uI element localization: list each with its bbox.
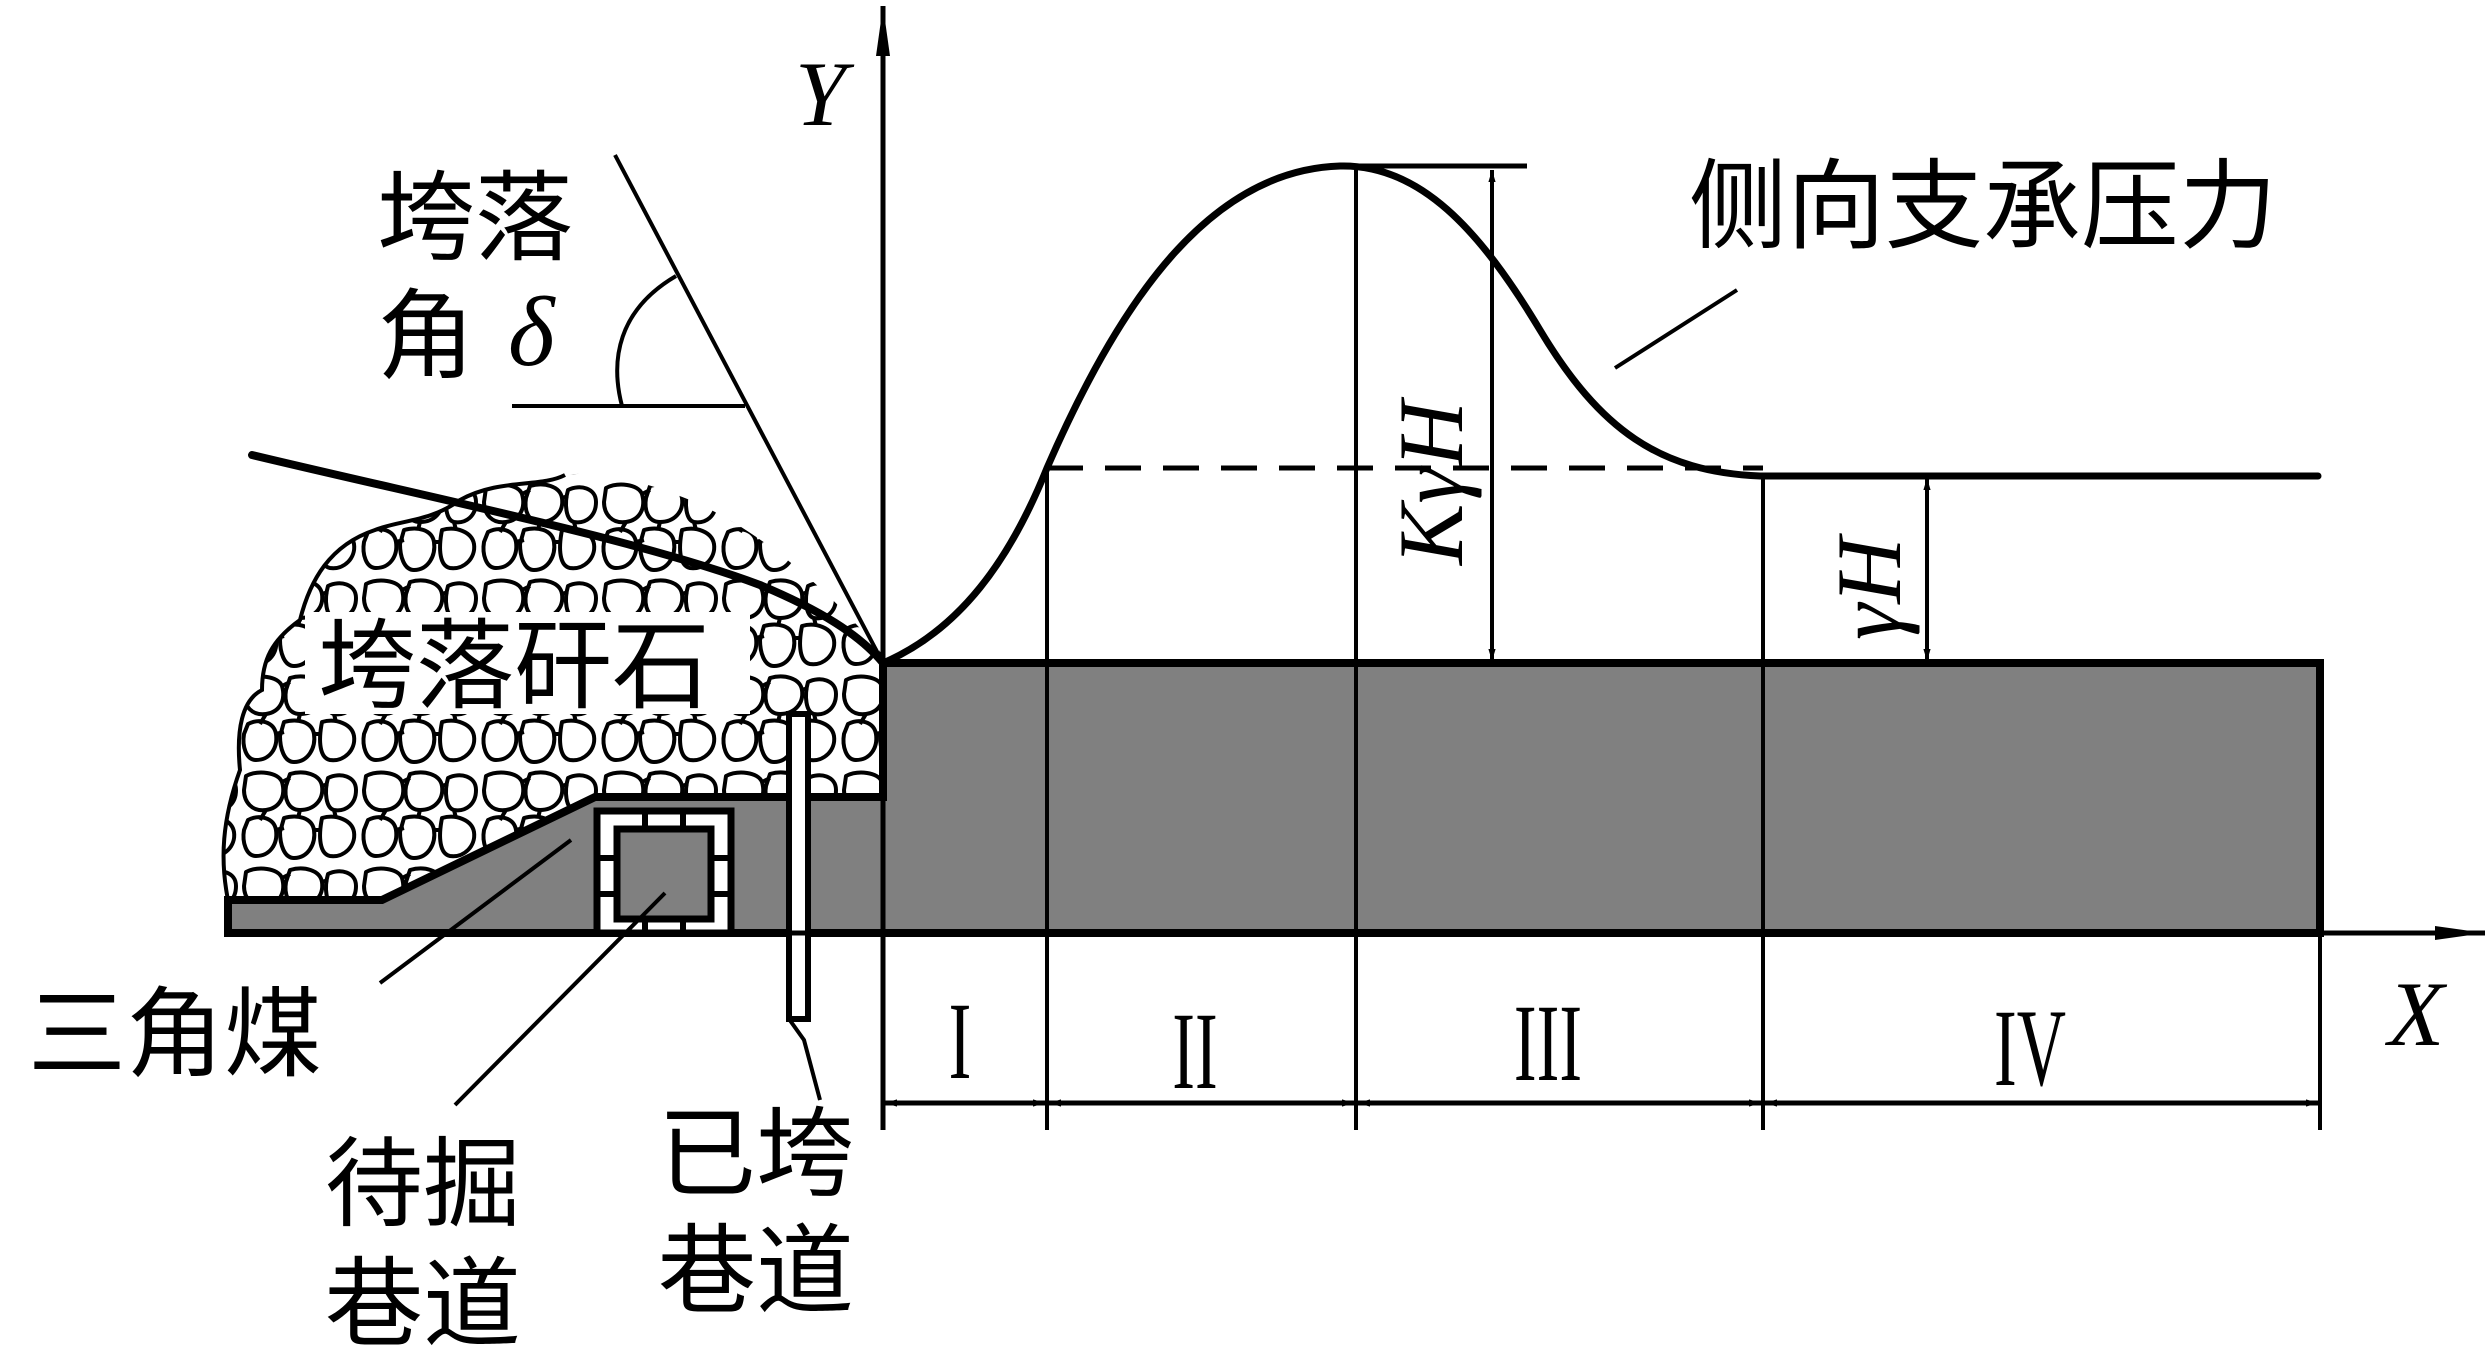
x-axis-label: X <box>2384 963 2448 1065</box>
fall-angle-line <box>613 154 885 664</box>
collapsed-roadway-shape <box>786 711 811 1022</box>
triangle-coal-label: 三角煤 <box>28 978 322 1092</box>
zone-label-II: II <box>1172 989 1217 1112</box>
roadway-to-excavate <box>593 807 735 937</box>
lateral-abutment-pressure-leader <box>1613 288 1739 370</box>
fall-angle-label-char: 角 <box>377 280 475 394</box>
zone-boundaries <box>881 166 2322 1130</box>
fall-angle-symbol: δ <box>508 276 556 387</box>
zone-label-I: I <box>949 979 972 1102</box>
collapsed-roadway-label-line1: 已垮 <box>658 1098 854 1212</box>
collapsed-roadway-label-line2: 巷道 <box>658 1215 854 1329</box>
lateral-abutment-pressure-label: 侧向支承压力 <box>1689 150 2277 264</box>
y-axis-label: Y <box>795 43 855 145</box>
roadway-to-excavate-label-line2: 巷道 <box>325 1248 521 1359</box>
collapsed-roadway-leader <box>787 1017 822 1101</box>
fall-angle: 垮落 角 δ <box>377 154 885 664</box>
abutment-pressure-curve <box>879 162 2322 667</box>
roadway-opening <box>613 825 715 923</box>
zone-label-IV: IV <box>1994 986 2066 1109</box>
zone-label-III: III <box>1514 981 1582 1104</box>
collapsed-roadway <box>786 711 822 1101</box>
goaf-roof-curve <box>248 451 887 667</box>
fall-angle-arc <box>615 274 678 407</box>
roadway-to-excavate-leader <box>453 891 667 1107</box>
fall-angle-label-line1: 垮落 <box>377 162 573 276</box>
original-stress-label: γH <box>1818 533 1920 640</box>
gangue-label-background <box>305 612 750 714</box>
triangle-coal-leader <box>378 838 573 985</box>
zone-labels: I II III IV <box>949 979 2066 1112</box>
peak-stress-label: KγH <box>1380 396 1482 567</box>
roadway-to-excavate-label-line1: 待掘 <box>325 1128 521 1242</box>
caved-gangue-label: 垮落矸石 <box>318 610 710 724</box>
